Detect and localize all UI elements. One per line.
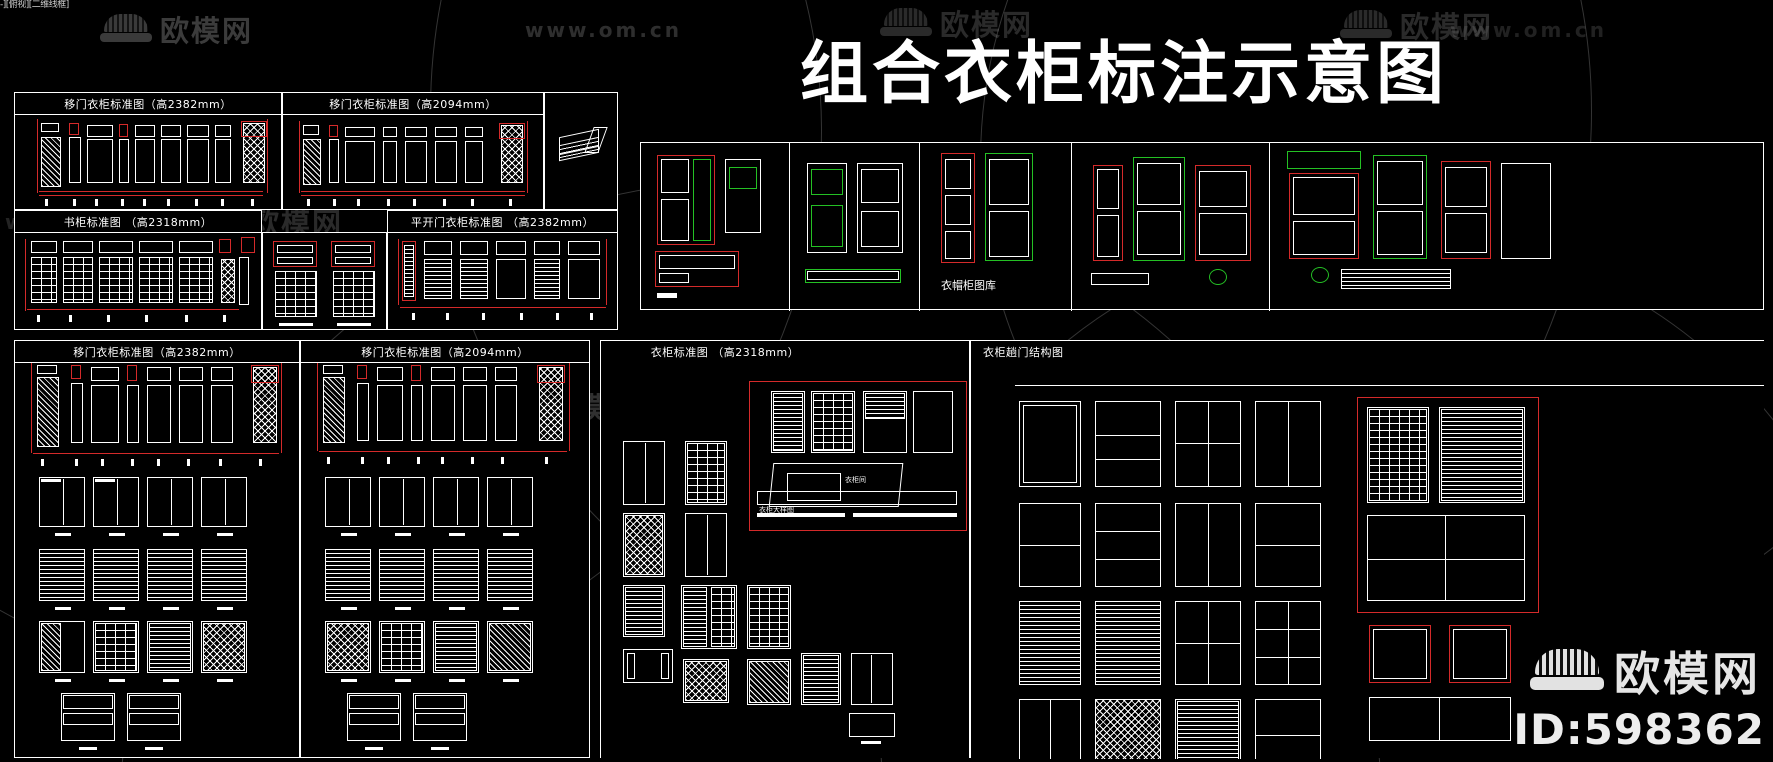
panel-header: 移门衣柜标准图（高2094mm）	[301, 341, 589, 363]
panel-drawing	[15, 363, 299, 759]
panel-drawing	[545, 93, 617, 211]
watermark-id: ID:598362	[1513, 705, 1765, 754]
panel-library[interactable]: 衣帽柜图库	[640, 142, 1764, 311]
panel-header: 移门衣柜标准图（高2382mm）	[15, 341, 299, 363]
panel-header: 书柜标准图 （高2318mm）	[15, 211, 261, 233]
panel-drawing: 衣帽柜图库	[641, 143, 1763, 311]
viewport-label: -][俯视][二维线框]	[0, 0, 69, 11]
panel-header: 移门衣柜标准图（高2094mm）	[283, 93, 543, 115]
panel-drawing: 衣柜间 衣柜大样图	[601, 363, 969, 759]
panel-sliding-door-2382[interactable]: 移门衣柜标准图（高2382mm）	[14, 92, 282, 210]
panel-iso-thumb[interactable]	[544, 92, 618, 210]
panel-header: 平开门衣柜标准图 （高2382mm）	[388, 211, 617, 233]
watermark-brand-large: 欧模网	[1530, 638, 1761, 704]
watermark-url: www.om.cn	[1450, 18, 1608, 42]
panel-wardrobe-2318[interactable]: 衣柜标准图 （高2318mm）	[600, 340, 970, 758]
panel-drawing	[15, 115, 281, 211]
panel-drawing	[301, 363, 589, 759]
sofa-icon	[100, 14, 152, 44]
panel-drawing	[388, 233, 617, 331]
panel-swing-door-2382[interactable]: 平开门衣柜标准图 （高2382mm）	[387, 210, 618, 330]
panel-bookcase-2318[interactable]: 书柜标准图 （高2318mm）	[14, 210, 262, 330]
panel-small-units[interactable]	[262, 232, 387, 330]
panel-drawing	[15, 233, 261, 331]
sofa-icon	[1530, 649, 1604, 693]
panel-drawing	[971, 363, 1764, 759]
panel-header: 移门衣柜标准图（高2382mm）	[15, 93, 281, 115]
watermark-url: www.om.cn	[525, 18, 683, 42]
panel-sliding-door-2094[interactable]: 移门衣柜标准图（高2094mm）	[282, 92, 544, 210]
watermark-brand-text: 欧模网	[1614, 647, 1761, 701]
panel-sliding-door-2382-detail[interactable]: 移门衣柜标准图（高2382mm）	[14, 340, 300, 758]
watermark-brand-text: 欧模网	[160, 14, 254, 48]
page-title: 组合衣柜标注示意图	[800, 35, 1449, 114]
panel-header: 衣柜趟门结构图	[983, 346, 1064, 359]
panel-drawing	[263, 233, 386, 331]
library-caption: 衣帽柜图库	[941, 279, 996, 292]
panel-drawing	[283, 115, 543, 211]
panel-sliding-door-structure[interactable]: 衣柜趟门结构图	[970, 340, 1764, 759]
watermark-logo: 欧模网	[100, 8, 253, 50]
panel-header: 衣柜标准图 （高2318mm）	[650, 346, 800, 359]
panel-sliding-door-2094-detail[interactable]: 移门衣柜标准图（高2094mm）	[300, 340, 590, 758]
